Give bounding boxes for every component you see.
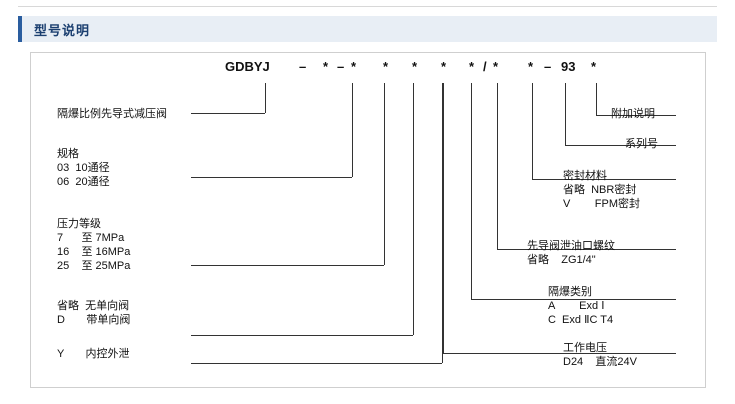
leader-check-valve-vertical <box>413 83 414 335</box>
page-title: 型号说明 <box>34 22 91 38</box>
check-valve-group: 省略 无单向阀 D 带单向阀 <box>57 299 130 327</box>
leader-extra-note-vertical <box>596 83 597 115</box>
code-token-13: 93 <box>561 59 576 74</box>
check-valve-group-line-1: D 带单向阀 <box>57 314 131 326</box>
leader-spec-vertical <box>352 83 353 177</box>
working-voltage-line-1: D24 直流24V <box>563 356 637 368</box>
leader-product-name-horizontal <box>191 113 265 114</box>
code-token-10: * <box>493 59 499 74</box>
check-valve-group-line-0: 省略 无单向阀 <box>57 300 130 312</box>
leader-check-valve-horizontal <box>191 335 413 336</box>
extra-note: 附加说明 <box>611 107 655 121</box>
section-header: 型号说明 <box>18 16 717 42</box>
series-no: 系列号 <box>625 137 658 151</box>
leader-explosion-horizontal <box>471 299 676 300</box>
leader-series-vertical <box>565 83 566 145</box>
seal-material-line-0: 密封材料 <box>563 170 607 182</box>
explosion-class-line-1: A Exd Ⅰ <box>548 300 605 312</box>
leader-explosion-vertical <box>471 83 472 299</box>
seal-material: 密封材料省略 NBR密封 V FPM密封 <box>563 169 640 211</box>
explosion-class: 隔爆类别 A Exd Ⅰ C Exd ⅡC T4 <box>548 285 613 327</box>
pilot-drain-thread-line-1: 省略 ZG1/4" <box>527 254 596 266</box>
leader-pressure-horizontal <box>191 265 384 266</box>
code-token-0: GDBYJ <box>225 59 270 74</box>
pressure-group-line-3: 25 至 25MPa <box>57 260 131 272</box>
leader-voltage-horizontal <box>443 353 676 354</box>
leader-extra-note-horizontal <box>596 115 676 116</box>
extra-note-line-0: 附加说明 <box>611 108 655 120</box>
code-token-12: – <box>544 59 552 74</box>
pressure-group: 压力等级 7 至 7MPa 16 至 16MPa 25 至 25MPa <box>57 217 130 273</box>
leader-series-horizontal <box>565 145 676 146</box>
pilot-drain-thread-line-0: 先导阀泄油口螺纹 <box>527 240 615 252</box>
code-token-11: * <box>528 59 534 74</box>
leader-pilot-thread-horizontal <box>497 249 676 250</box>
leader-seal-horizontal <box>532 179 676 180</box>
product-name-line-0: 隔爆比例先导式减压阀 <box>57 108 167 120</box>
seal-material-line-1: 省略 NBR密封 <box>563 184 637 196</box>
leader-pressure-vertical <box>384 83 385 265</box>
internal-drain-line-0: Y 内控外泄 <box>57 348 130 360</box>
leader-internal-drain-horizontal <box>191 363 442 364</box>
pressure-group-line-0: 压力等级 <box>57 218 101 230</box>
code-token-9: / <box>483 59 487 74</box>
explosion-class-line-0: 隔爆类别 <box>548 286 592 298</box>
code-token-2: * <box>323 59 329 74</box>
leader-seal-vertical <box>532 83 533 179</box>
pressure-group-line-2: 16 至 16MPa <box>57 246 131 258</box>
series-no-line-0: 系列号 <box>625 138 658 150</box>
spec-group-line-1: 03 10通径 <box>57 162 110 174</box>
spec-group: 规格 03 10通径 06 20通径 <box>57 147 110 189</box>
spec-group-line-2: 06 20通径 <box>57 176 110 188</box>
pressure-group-line-1: 7 至 7MPa <box>57 232 125 244</box>
explosion-class-line-2: C Exd ⅡC T4 <box>548 314 614 326</box>
top-divider <box>18 6 717 7</box>
pilot-drain-thread: 先导阀泄油口螺纹省略 ZG1/4" <box>527 239 615 267</box>
working-voltage: 工作电压 D24 直流24V <box>563 341 637 369</box>
leader-internal-drain-vertical <box>442 83 443 363</box>
seal-material-line-2: V FPM密封 <box>563 198 641 210</box>
leader-spec-horizontal <box>191 177 352 178</box>
code-token-1: – <box>299 59 307 74</box>
code-token-6: * <box>412 59 418 74</box>
working-voltage-line-0: 工作电压 <box>563 342 607 354</box>
code-token-7: * <box>441 59 447 74</box>
model-code-row: GDBYJ–*–*****/**–93* <box>31 53 707 83</box>
code-token-14: * <box>591 59 597 74</box>
code-token-5: * <box>383 59 389 74</box>
code-token-4: * <box>351 59 357 74</box>
spec-group-line-0: 规格 <box>57 148 79 160</box>
code-token-3: – <box>337 59 345 74</box>
leader-product-name-vertical <box>265 83 266 113</box>
leader-pilot-thread-vertical <box>497 83 498 249</box>
code-token-8: * <box>469 59 475 74</box>
product-name: 隔爆比例先导式减压阀 <box>57 107 167 121</box>
internal-drain: Y 内控外泄 <box>57 347 130 361</box>
leader-voltage-vertical <box>443 83 444 353</box>
